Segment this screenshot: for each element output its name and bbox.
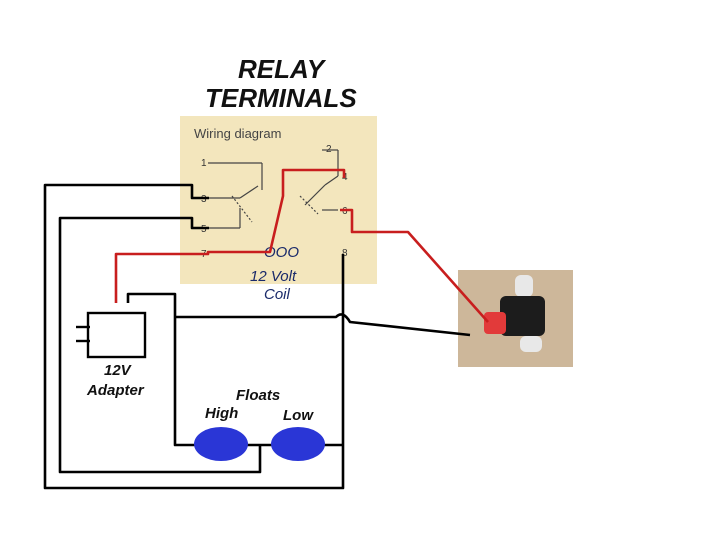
wire-terminal-3-loop <box>43 183 345 490</box>
coil-label-line-1: 12 Volt <box>250 268 297 285</box>
coil-label-line-2: Coil <box>264 286 291 303</box>
pump-body <box>500 296 545 336</box>
red-wires <box>114 168 489 323</box>
coil-symbol: OOO <box>264 244 299 261</box>
terminal-8-label: 8 <box>342 248 348 259</box>
adapter-box <box>86 311 147 359</box>
floats-title: Floats <box>236 387 280 404</box>
float-low <box>271 427 325 461</box>
floats: Floats High Low <box>194 387 325 461</box>
pump-pipe-top <box>515 275 533 297</box>
title-line-1: RELAY <box>238 54 327 84</box>
pump-photo <box>458 270 573 367</box>
adapter: 12V Adapter <box>76 311 147 399</box>
pump-pipe-bottom <box>520 336 542 352</box>
terminal-1-label: 1 <box>201 158 207 169</box>
terminal-6-label: 6 <box>342 206 348 217</box>
wire-adapter-to-terminal-4 <box>114 168 346 303</box>
wire-adapter-to-high-float <box>126 292 200 447</box>
terminal-3-label: 3 <box>201 194 207 205</box>
wire-terminal-5-loop <box>58 216 262 474</box>
float-high <box>194 427 248 461</box>
adapter-label-line-2: Adapter <box>86 382 145 399</box>
relay-internal-contacts <box>208 149 339 229</box>
wire-terminal-6-to-pump <box>340 208 489 323</box>
pump-red-connector <box>484 312 506 334</box>
relay-box-heading: Wiring diagram <box>194 126 281 141</box>
adapter-label-line-1: 12V <box>104 362 133 379</box>
black-wires <box>43 183 471 490</box>
terminal-5-label: 5 <box>201 224 207 235</box>
wire-adapter-to-pump <box>175 313 471 337</box>
float-low-label: Low <box>283 407 314 424</box>
relay-box: Wiring diagram 1 2 3 4 5 6 7 8 OOO 12 Vo… <box>180 116 377 303</box>
float-high-label: High <box>205 405 238 422</box>
title-line-2: TERMINALS <box>205 83 357 113</box>
